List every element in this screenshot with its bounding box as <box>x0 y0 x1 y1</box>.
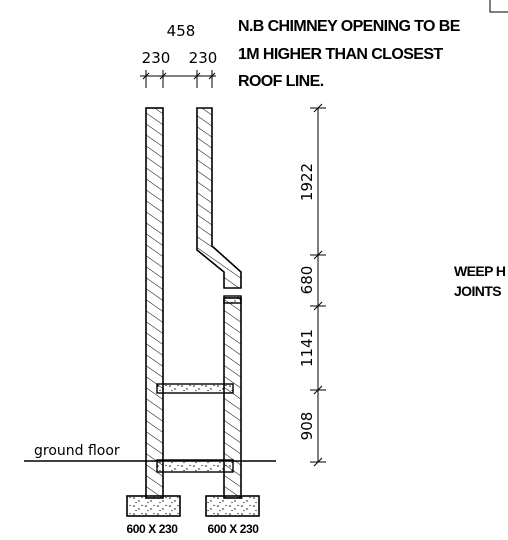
right-wall-width-dim: 230 <box>189 49 218 67</box>
footing-right <box>205 495 260 517</box>
overall-width-dim: 458 <box>167 22 196 40</box>
height-dim-3: 1141 <box>298 329 316 367</box>
height-dim-2: 680 <box>298 266 316 295</box>
width-dimension-line <box>140 70 216 88</box>
left-wall-width-dim: 230 <box>142 49 171 67</box>
callout-line-2: JOINTS <box>454 283 501 299</box>
ground-floor-label: ground floor <box>34 443 120 459</box>
footing-left-label: 600 X 230 <box>126 522 178 536</box>
callout-line-1: WEEP H <box>454 263 506 279</box>
middle-slab <box>156 383 234 394</box>
right-wall-upper <box>196 107 242 289</box>
footing-left <box>126 495 181 517</box>
height-dimension-line <box>310 103 326 467</box>
frame-corner-fragment <box>489 0 508 13</box>
note-line-2: 1M HIGHER THAN CLOSEST <box>238 46 443 63</box>
height-dim-1: 1922 <box>298 163 316 201</box>
note-line-3: ROOF LINE. <box>238 73 324 90</box>
note-line-1: N.B CHIMNEY OPENING TO BE <box>238 18 461 35</box>
upper-bearer <box>223 295 242 304</box>
height-dim-4: 908 <box>298 412 316 441</box>
left-wall <box>145 107 164 499</box>
footing-right-label: 600 X 230 <box>207 522 259 536</box>
hearth-slab <box>156 459 234 473</box>
